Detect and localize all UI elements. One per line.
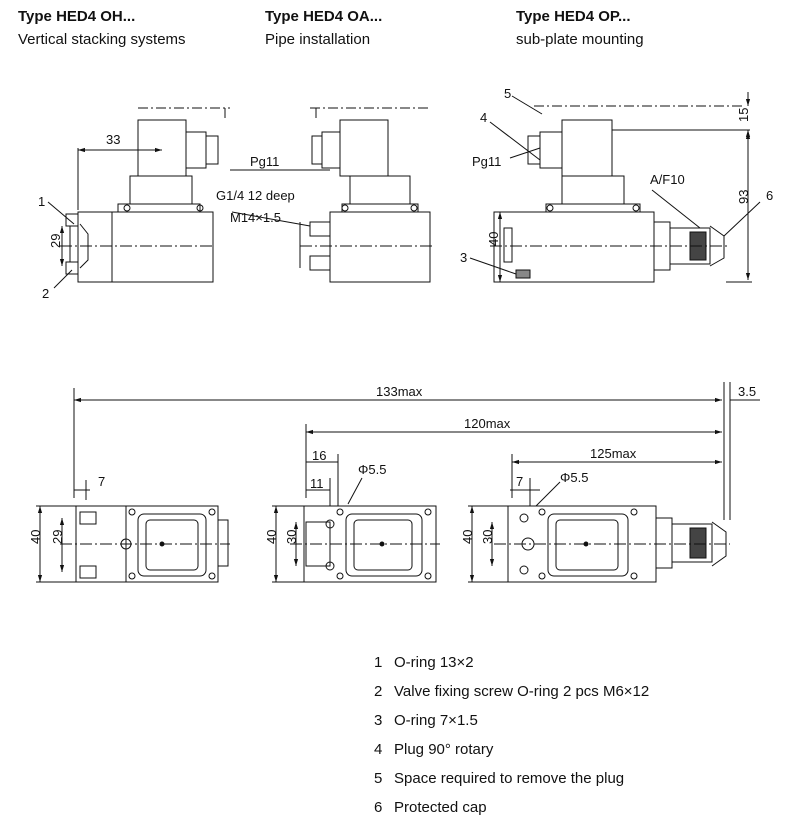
label-item-4: 4 bbox=[480, 110, 487, 125]
legend-item: 5 Space required to remove the plug bbox=[374, 764, 649, 793]
label-dim-30-op: 30 bbox=[480, 530, 495, 544]
legend-item: 3 O-ring 7×1.5 bbox=[374, 706, 649, 735]
legend-item: 6 Protected cap bbox=[374, 793, 649, 822]
header-op-subtitle: sub-plate mounting bbox=[516, 31, 644, 48]
legend-text: O-ring 13×2 bbox=[394, 654, 474, 671]
label-dim-7-oh: 7 bbox=[98, 474, 105, 489]
header-op-type: Type HED4 OP... bbox=[516, 8, 631, 25]
legend-num: 3 bbox=[374, 712, 383, 729]
header-oa-subtitle: Pipe installation bbox=[265, 31, 371, 48]
label-phi-op: Φ5.5 bbox=[560, 470, 588, 485]
header-oa-type: Type HED4 OA... bbox=[265, 8, 383, 25]
legend-text: Protected cap bbox=[394, 799, 487, 816]
legend: 1 O-ring 13×2 2 Valve fixing screw O-ring … bbox=[374, 648, 649, 822]
label-dim-120: 120max bbox=[464, 416, 511, 431]
label-dim-16: 16 bbox=[312, 448, 326, 463]
bottom-view-op bbox=[468, 478, 730, 583]
label-dim-33: 33 bbox=[106, 132, 120, 147]
legend-num: 1 bbox=[374, 654, 383, 671]
label-item-6: 6 bbox=[766, 188, 773, 203]
label-dim-29: 29 bbox=[48, 234, 63, 248]
label-thread-g: G1/4 12 deep bbox=[216, 188, 295, 203]
bottom-view-oa bbox=[272, 454, 440, 583]
legend-item: 2 Valve fixing screw O-ring 2 pcs M6×12 bbox=[374, 677, 649, 706]
label-dim-7-op: 7 bbox=[516, 474, 523, 489]
legend-text: Valve fixing screw O-ring 2 pcs M6×12 bbox=[394, 683, 650, 700]
header-oh-type: Type HED4 OH... bbox=[18, 8, 136, 25]
label-item-2: 2 bbox=[42, 286, 49, 301]
label-dim-93: 93 bbox=[736, 190, 751, 204]
legend-text: O-ring 7×1.5 bbox=[394, 712, 478, 729]
label-dim-133: 133max bbox=[376, 384, 423, 399]
label-phi-oa: Φ5.5 bbox=[358, 462, 386, 477]
label-item-5: 5 bbox=[504, 86, 511, 101]
header-oa: Type HED4 OA... Pipe installation bbox=[265, 8, 382, 48]
legend-text: Space required to remove the plug bbox=[394, 770, 625, 787]
legend-item: 1 O-ring 13×2 bbox=[374, 648, 649, 677]
label-dim-11: 11 bbox=[310, 476, 324, 491]
label-item-3: 3 bbox=[460, 250, 467, 265]
label-dim-30-oa: 30 bbox=[284, 530, 299, 544]
legend-num: 4 bbox=[374, 741, 383, 758]
bottom-view-oh bbox=[36, 480, 230, 583]
label-dim-15: 15 bbox=[736, 108, 751, 122]
header-oh: Type HED4 OH... Vertical stacking system… bbox=[18, 8, 186, 48]
label-pg11-oa: Pg11 bbox=[250, 154, 279, 169]
legend-item: 4 Plug 90° rotary bbox=[374, 735, 649, 764]
side-view-op bbox=[469, 92, 761, 283]
legend-text: Plug 90° rotary bbox=[394, 741, 494, 758]
label-pg11-op: Pg11 bbox=[472, 154, 501, 169]
technical-drawing: 33 Pg11 G1/4 12 deep M14×1.5 1 2 29 5 4 … bbox=[28, 86, 773, 583]
label-dim-40-side: 40 bbox=[486, 232, 501, 246]
legend-num: 6 bbox=[374, 799, 383, 816]
label-dim-125: 125max bbox=[590, 446, 637, 461]
label-dim-40-op: 40 bbox=[460, 530, 475, 544]
label-dim-40-oh: 40 bbox=[28, 530, 43, 544]
label-thread-m: M14×1.5 bbox=[230, 210, 281, 225]
label-af10: A/F10 bbox=[650, 172, 685, 187]
header-oh-subtitle: Vertical stacking systems bbox=[18, 31, 186, 48]
legend-num: 5 bbox=[374, 770, 383, 787]
label-dim-40-oa: 40 bbox=[264, 530, 279, 544]
legend-num: 2 bbox=[374, 683, 383, 700]
label-dim-3-5: 3.5 bbox=[738, 384, 756, 399]
side-view-oa bbox=[231, 107, 432, 283]
header-op: Type HED4 OP... sub-plate mounting bbox=[516, 8, 644, 48]
label-dim-29-oh: 29 bbox=[50, 530, 65, 544]
label-item-1: 1 bbox=[38, 194, 45, 209]
side-view-oh bbox=[47, 107, 330, 289]
